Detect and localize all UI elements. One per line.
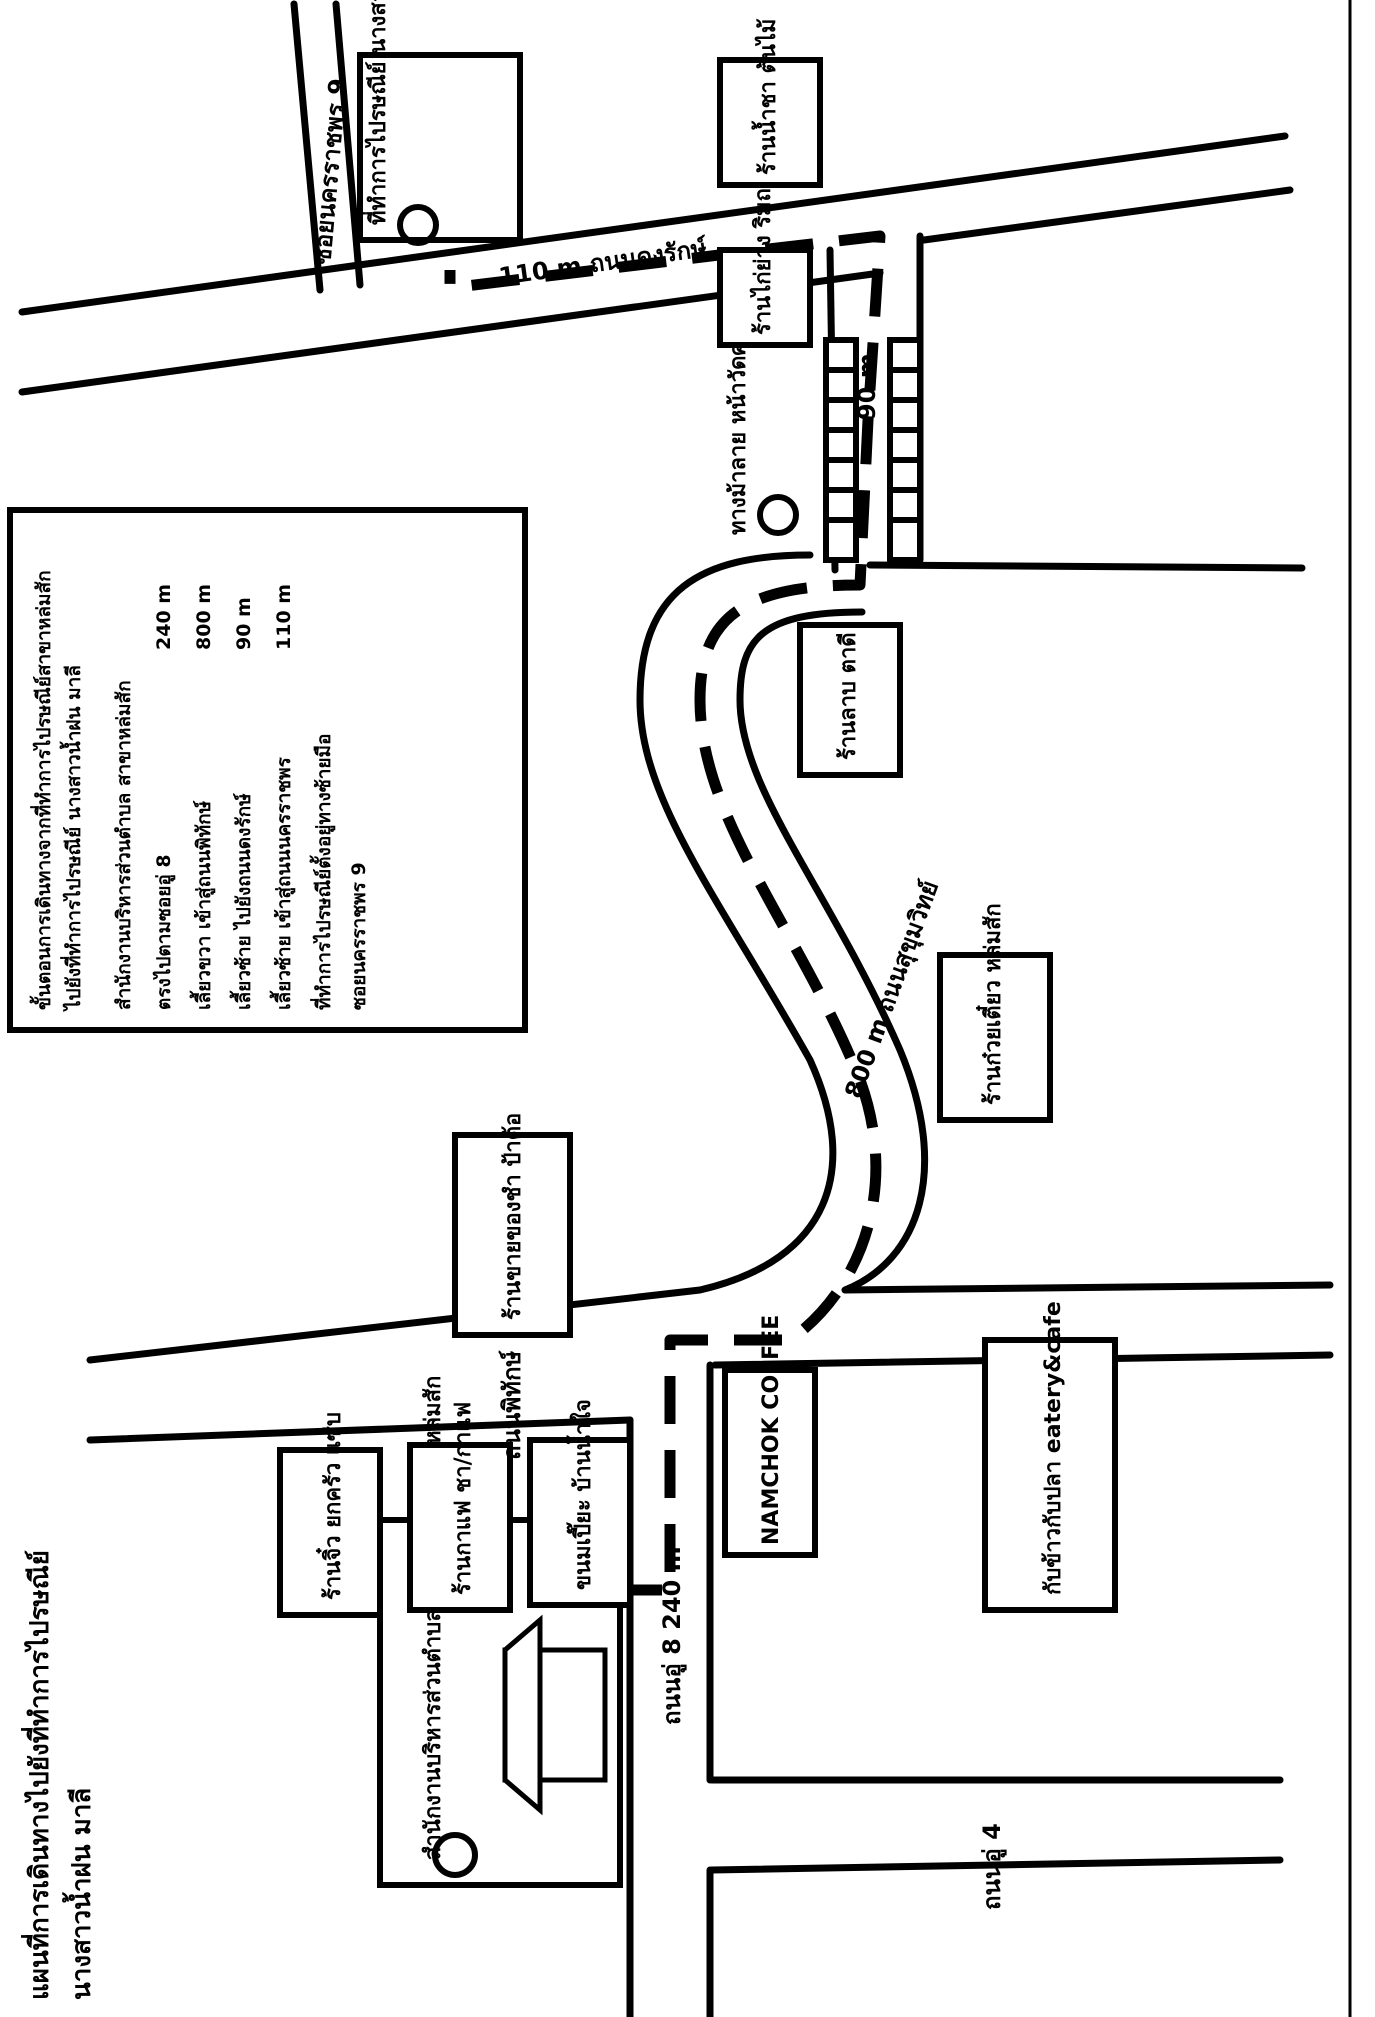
zebra-crossing-right xyxy=(887,337,923,563)
top-road-upper-edge xyxy=(18,132,1289,316)
location-pin-icon xyxy=(397,204,439,246)
legend-row5-value: 110 m xyxy=(273,584,295,650)
road-lines xyxy=(18,0,1352,2017)
road-label-soi-dong: ซอยนครราชพร 9 xyxy=(308,77,352,265)
zebra-crossing-left xyxy=(823,337,859,563)
right-block-edge xyxy=(866,561,1306,572)
legend-row3: เลี้ยวขวา เข้าสู่ถนนพิทักษ์ xyxy=(189,800,216,1010)
svg-text:ร้านน้ำชา ต้นไม้: ร้านน้ำชา ต้นไม้ xyxy=(751,19,781,175)
svg-text:ร้านกาแฟ ชา/กาแฟ: ร้านกาแฟ ชา/กาแฟ xyxy=(451,1402,476,1595)
legend-row2: ตรงไปตามซอยอู่ 8 xyxy=(152,854,176,1010)
title-line1: แผนที่การเดินทางไปยังที่ทำการไปรษณีย์ xyxy=(20,1550,55,2000)
svg-text:กับข้าวกับปลา eatery&cafe: กับข้าวกับปลา eatery&cafe xyxy=(1041,1301,1066,1595)
shop-8: ร้านน้ำชา ต้นไม้ xyxy=(717,19,823,188)
legend-row7: ซอยนครราชพร 9 xyxy=(348,862,370,1010)
svg-text:ร้านลาบ ตาดี: ร้านลาบ ตาดี xyxy=(836,632,861,760)
road-label-main-curve: 800 m ถนนสุขุมวิทย์ xyxy=(839,877,946,1103)
location-pin-icon xyxy=(432,1832,478,1878)
eatery-cafe: กับข้าวกับปลา eatery&cafe xyxy=(982,1301,1118,1613)
curve-road-left-edge xyxy=(86,551,837,1364)
svg-text:ร้านก๋วยเตี๋ยว หล่มสัก: ร้านก๋วยเตี๋ยว หล่มสัก xyxy=(976,903,1006,1105)
legend-row1: สำนักงานบริหารส่วนตำบล สาขาหล่มสัก xyxy=(113,680,135,1010)
legend-row3-value: 800 m xyxy=(193,584,215,650)
phitak-road-edge xyxy=(86,1416,634,1444)
svg-text:ร้านจิ๋ว ยกครัว แซ่บ: ร้านจิ๋ว ยกครัว แซ่บ xyxy=(316,1412,346,1600)
route-path xyxy=(444,230,886,1596)
shop-5: ร้านก๋วยเตี๋ยว หล่มสัก xyxy=(937,903,1053,1123)
legend-header1: ขั้นตอนการเดินทางจากที่ทำการไปรษณีย์สาขา… xyxy=(29,570,55,1010)
legend-frame xyxy=(7,507,528,1033)
soi4-lower-edge xyxy=(708,1856,1284,1874)
road-label-90m: 90 m xyxy=(853,353,881,420)
legend-row4-value: 90 m xyxy=(233,597,255,650)
svg-text:NAMCHOK COFFEE: NAMCHOK COFFEE xyxy=(759,1315,784,1545)
legend-header2: ไปยังที่ทำการไปรษณีย์ นางสาวน้ำฝน มาลี xyxy=(59,665,85,1012)
legend-row4: เลี้ยวซ้าย ไปยังถนนดงรักษ์ xyxy=(229,793,255,1010)
shop-6: ร้านลาบ ตาดี xyxy=(797,622,903,778)
map-title: แผนที่การเดินทางไปยังที่ทำการไปรษณีย์ นา… xyxy=(20,1550,97,2000)
svg-text:ร้านขายของชำ ป้าต้อ: ร้านขายของชำ ป้าต้อ xyxy=(501,1113,526,1320)
location-pin-icon xyxy=(757,494,799,536)
shop-4-grocery: ร้านขายของชำ ป้าต้อ xyxy=(452,1113,573,1338)
title-line2: นางสาวน้ำฝน มาลี xyxy=(61,1788,97,2000)
shop-3: ขนมเปี๊ยะ บ้านน้ำใจ xyxy=(527,1399,633,1608)
curve-road-right-edge xyxy=(736,608,1334,1294)
destination-post-office: ที่ทำการไปรษณีย์ นางสาวน้ำฝน มาลี xyxy=(357,0,523,246)
shop-1: ร้านจิ๋ว ยกครัว แซ่บ xyxy=(277,1412,383,1618)
zebra-crossing xyxy=(823,337,923,563)
namchok-coffee: NAMCHOK COFFEE xyxy=(722,1315,818,1558)
legend-box: ขั้นตอนการเดินทางจากที่ทำการไปรษณีย์สาขา… xyxy=(7,507,528,1033)
shop-2: ร้านกาแฟ ชา/กาแฟ xyxy=(407,1402,513,1613)
road-label-soi4: ถนนอู่ 4 xyxy=(978,1823,1007,1910)
road-label-soi8: ถนนอู่ 8 240 m xyxy=(658,1546,687,1725)
road-label-phitak: ถนนพิทักษ์ xyxy=(498,1350,526,1460)
soi9-right-edge xyxy=(332,0,364,289)
legend-row5: เลี้ยวซ้าย เข้าสู่ถนนนครราชพร xyxy=(269,756,296,1010)
soi9-left-edge xyxy=(290,0,324,294)
top-road-lower-edge-right xyxy=(920,186,1294,244)
legend-row6: ที่ทำการไปรษณีย์ตั้งอยู่ทางซ้ายมือ xyxy=(309,734,336,1010)
svg-text:ที่ทำการไปรษณีย์ นางสาวน้ำฝน ม: ที่ทำการไปรษณีย์ นางสาวน้ำฝน มาลี xyxy=(361,0,391,225)
legend-row2-value: 240 m xyxy=(153,584,175,650)
svg-text:ขนมเปี๊ยะ บ้านน้ำใจ: ขนมเปี๊ยะ บ้านน้ำใจ xyxy=(566,1399,596,1590)
